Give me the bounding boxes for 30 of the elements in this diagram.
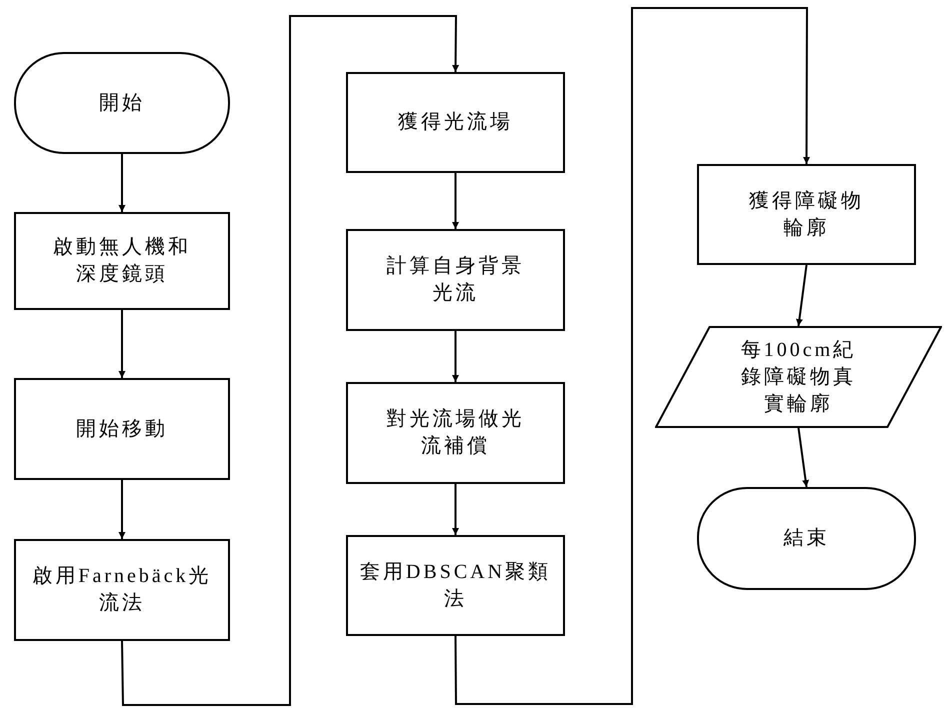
arrow	[452, 173, 459, 229]
arrow	[454, 7, 810, 705]
process-box	[346, 72, 565, 173]
process-box	[697, 164, 916, 265]
process-box	[346, 229, 565, 331]
process-box	[346, 382, 565, 484]
process-box	[14, 378, 230, 480]
node-text: 開始	[99, 90, 145, 116]
process-box	[14, 539, 230, 641]
node-text: 啟用Farnebäck光流法	[31, 564, 213, 616]
arrow	[452, 331, 459, 382]
arrow	[452, 484, 459, 535]
node-text: 結束	[784, 526, 830, 551]
node-text: 獲得光流場	[398, 110, 513, 135]
arrow	[118, 154, 126, 212]
node-text: 開始移動	[76, 416, 168, 442]
arrow	[121, 15, 460, 706]
node-text: 套用DBSCAN聚類法	[358, 560, 552, 612]
process-box	[346, 535, 565, 636]
arrow	[796, 264, 808, 326]
data-parallelogram	[655, 326, 942, 428]
node-text: 啟動無人機和深度鏡頭	[52, 235, 192, 287]
node-text: 每100cm紀錄障礙物真實輪廓	[740, 338, 858, 416]
node-text: 對光流場做光流補償	[386, 407, 526, 459]
node-text: 計算自身背景光流	[386, 254, 526, 306]
arrow	[118, 480, 126, 539]
process-box	[14, 212, 230, 310]
node-text: 獲得障礙物輪廓	[748, 188, 865, 240]
arrow	[798, 428, 810, 488]
arrow	[118, 310, 126, 378]
